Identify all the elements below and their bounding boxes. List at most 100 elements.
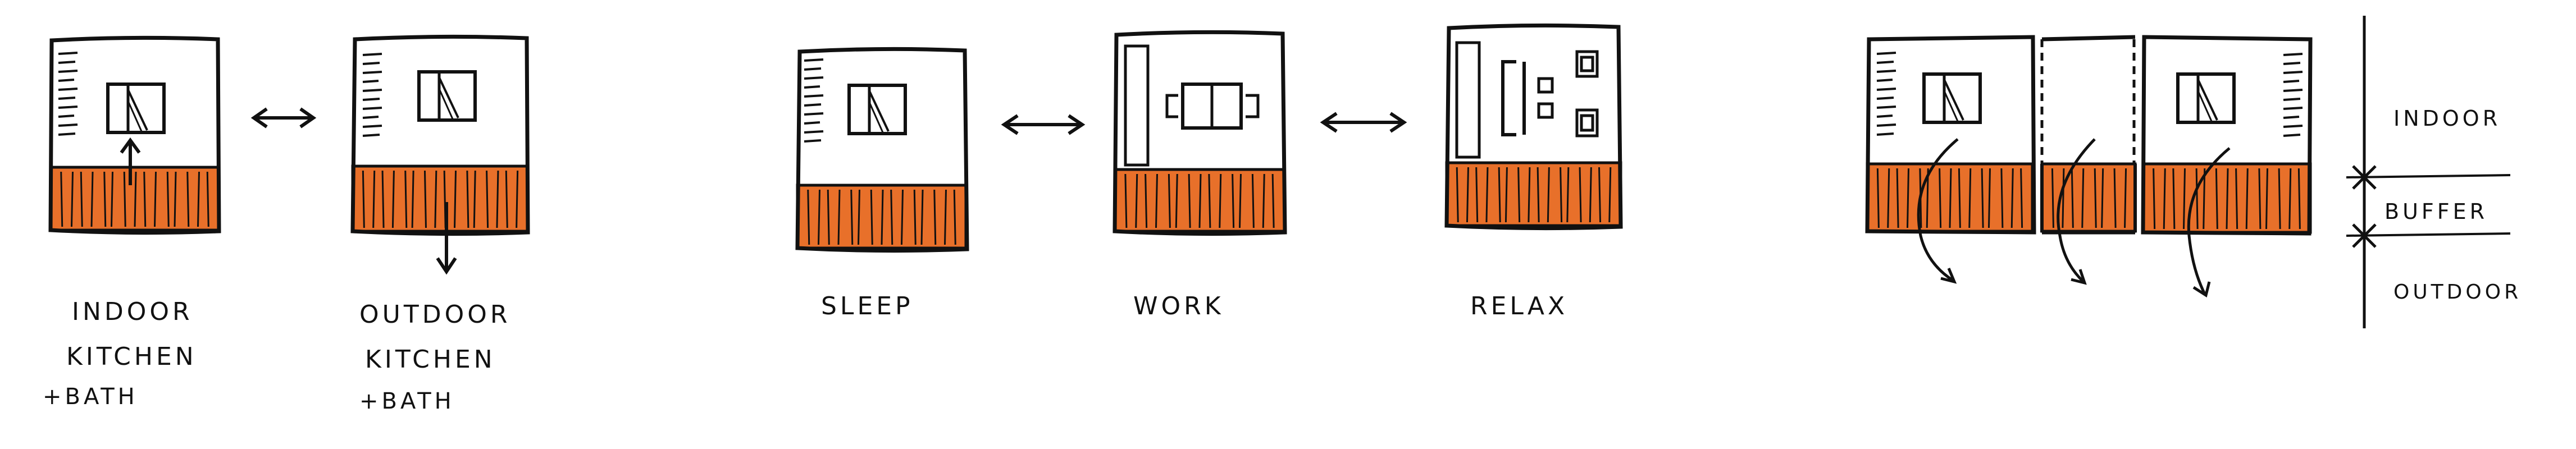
module-work bbox=[1113, 30, 1287, 236]
band-stripe bbox=[933, 189, 937, 245]
band-stripe bbox=[1958, 168, 1961, 228]
bed-icon bbox=[1924, 74, 1980, 122]
band-stripe bbox=[2297, 168, 2301, 230]
band-stripe bbox=[404, 170, 408, 228]
band-stripe bbox=[391, 170, 395, 228]
band-stripe bbox=[103, 171, 107, 227]
band-stripe bbox=[944, 189, 947, 245]
module-outline bbox=[2141, 35, 2313, 236]
band-stripe bbox=[1168, 173, 1171, 228]
band-stripe bbox=[1589, 167, 1592, 223]
band-stripe bbox=[466, 170, 469, 228]
band-stripe bbox=[1528, 167, 1531, 223]
double-arrow-icon bbox=[1320, 112, 1407, 133]
bed-icon bbox=[2178, 74, 2234, 122]
zone-label-buffer: BUFFER bbox=[2384, 199, 2488, 224]
band-stripes bbox=[807, 189, 956, 245]
band-stripe bbox=[381, 170, 385, 228]
module-indoor-kitchen bbox=[48, 35, 221, 235]
band-stripe bbox=[2278, 168, 2281, 230]
module-outline bbox=[1865, 35, 2036, 235]
counter-hatch bbox=[1876, 52, 1897, 136]
band-stripe bbox=[1219, 173, 1222, 228]
band-stripe bbox=[80, 171, 83, 227]
band-stripe bbox=[1566, 167, 1570, 223]
band-stripe bbox=[807, 189, 810, 245]
band-stripe bbox=[1271, 173, 1275, 228]
band-stripe bbox=[60, 171, 63, 227]
band-stripe bbox=[496, 170, 499, 228]
band-stripe bbox=[818, 189, 820, 245]
bed-icon bbox=[419, 72, 475, 120]
band-stripe bbox=[901, 189, 904, 245]
zone-label-outdoor: OUTDOOR bbox=[2393, 281, 2522, 304]
band-stripe bbox=[1537, 167, 1540, 223]
band-stripe bbox=[362, 170, 365, 228]
band-stripe bbox=[473, 170, 476, 228]
band-stripe bbox=[2094, 168, 2097, 228]
band-stripe bbox=[2163, 168, 2166, 230]
band-stripe bbox=[953, 189, 956, 245]
zone-divider bbox=[2346, 232, 2511, 237]
double-arrow-icon bbox=[250, 107, 317, 129]
outdoor-band bbox=[1445, 161, 1622, 227]
counter-hatch bbox=[2282, 53, 2304, 137]
band-stripe bbox=[920, 189, 924, 245]
zone-label-indoor: INDOOR bbox=[2393, 106, 2501, 131]
band-stripe bbox=[2153, 168, 2156, 230]
band-stripe bbox=[1579, 167, 1582, 223]
band-stripe bbox=[2124, 168, 2127, 228]
band-stripe bbox=[2195, 168, 2199, 230]
double-arrow-icon bbox=[1001, 114, 1086, 135]
band-stripe bbox=[2203, 168, 2206, 230]
indoor-label-line-1: INDOOR bbox=[72, 297, 193, 326]
table-icon bbox=[1537, 77, 1554, 94]
zone-divider bbox=[2346, 174, 2511, 178]
band-stripe bbox=[1262, 173, 1265, 228]
outdoor-band bbox=[351, 164, 530, 233]
outdoor-label-line-3: +BATH bbox=[359, 388, 455, 414]
band-stripe bbox=[2113, 168, 2117, 228]
band-stripe bbox=[1145, 173, 1148, 228]
band-stripe bbox=[881, 189, 884, 245]
buffer-band bbox=[2040, 162, 2137, 233]
band-stripe bbox=[2215, 168, 2218, 230]
module-relax bbox=[1444, 23, 1623, 231]
label-work: WORK bbox=[1133, 292, 1224, 320]
band-stripe bbox=[111, 171, 113, 227]
band-stripe bbox=[827, 189, 830, 245]
band-stripe bbox=[1198, 173, 1202, 228]
band-stripe bbox=[1876, 168, 1880, 228]
band-stripe bbox=[1208, 173, 1211, 228]
band-stripe bbox=[423, 170, 427, 228]
band-stripe bbox=[858, 189, 860, 245]
band-stripe bbox=[2051, 168, 2054, 228]
band-stripe bbox=[90, 171, 94, 227]
counter-hatch bbox=[803, 58, 824, 143]
band-stripe bbox=[1968, 168, 1972, 228]
band-stripes bbox=[1124, 173, 1275, 228]
band-stripe bbox=[2071, 168, 2074, 228]
band-stripe bbox=[516, 170, 519, 228]
band-stripe bbox=[166, 171, 170, 227]
band-stripe bbox=[2020, 168, 2023, 228]
band-stripe bbox=[1517, 167, 1521, 223]
band-stripe bbox=[1560, 167, 1563, 223]
panel-sleep-work-relax: SLEEP WORK RELAX bbox=[795, 23, 1623, 320]
band-stripe bbox=[1939, 168, 1942, 228]
band-stripe bbox=[186, 171, 190, 227]
band-stripe bbox=[2245, 168, 2249, 230]
band-stripes bbox=[362, 170, 519, 228]
band-stripe bbox=[2062, 168, 2065, 228]
shelf-icon bbox=[1124, 44, 1150, 167]
band-stripes bbox=[1456, 167, 1612, 223]
band-stripe bbox=[1598, 167, 1602, 223]
band-stripe bbox=[870, 189, 873, 245]
band-stripe bbox=[1239, 173, 1242, 228]
band-stripe bbox=[486, 170, 489, 228]
band-stripe bbox=[206, 171, 209, 227]
band-stripe bbox=[1155, 173, 1158, 228]
curved-arrow-icon bbox=[2057, 138, 2096, 285]
module-outline bbox=[1113, 30, 1287, 236]
label-sleep: SLEEP bbox=[821, 292, 914, 320]
